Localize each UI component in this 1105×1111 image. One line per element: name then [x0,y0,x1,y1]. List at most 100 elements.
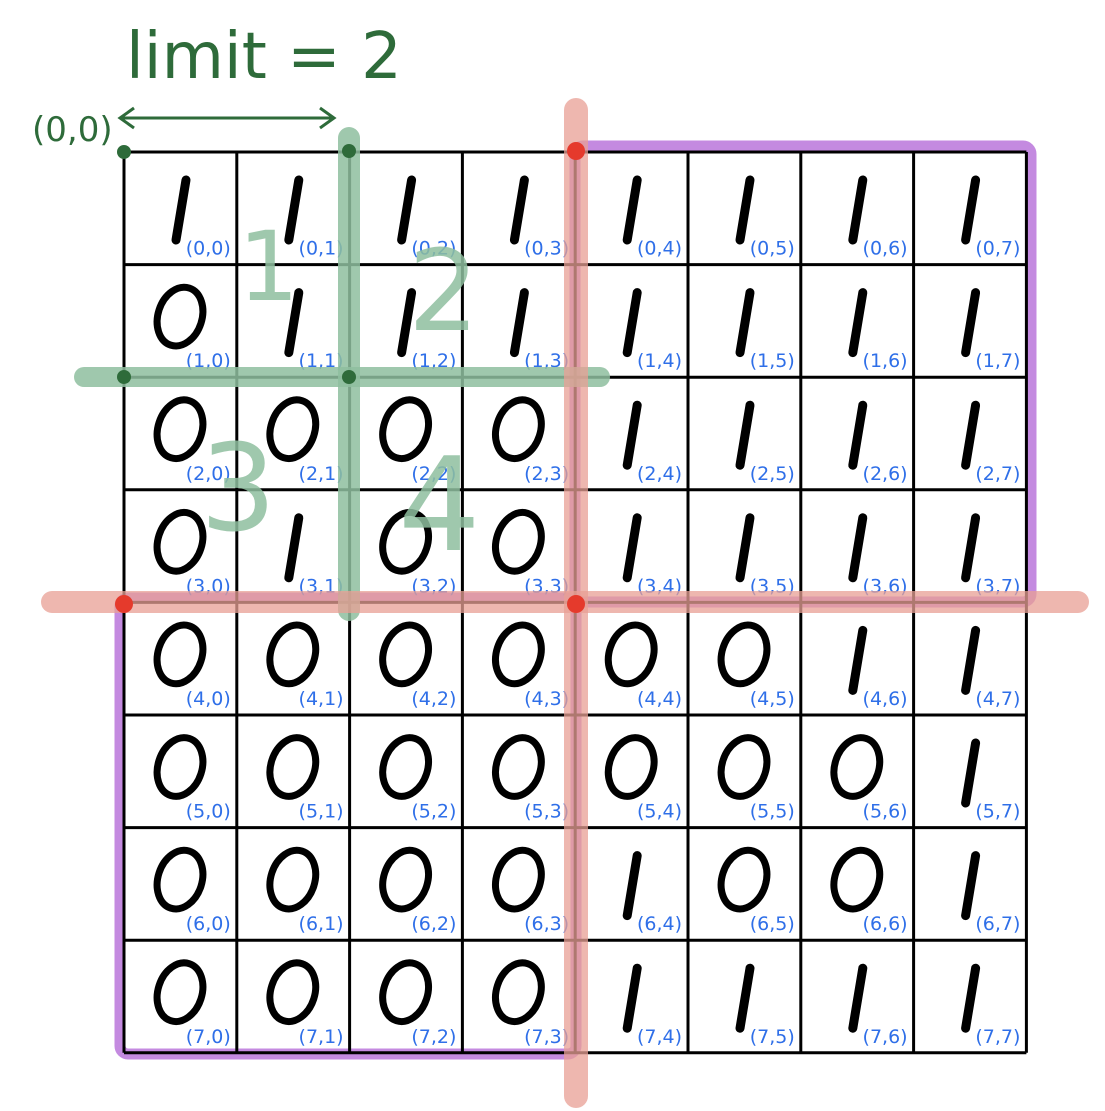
cell-value-zero [830,734,884,800]
cell-value-zero [492,621,545,688]
grid-cell: (2,2) [379,396,456,485]
cell-value-one [735,175,755,245]
cell-value-zero [379,734,432,800]
limit-arrow-left-head [117,106,135,130]
cell-coordinate-label: (4,3) [524,688,569,710]
cell-value-zero [604,734,658,800]
cell-coordinate-label: (1,2) [411,350,456,372]
cell-value-zero [266,396,320,463]
cell-value-zero [153,283,207,350]
cell-value-zero [153,846,207,913]
cell-coordinate-label: (7,7) [975,1026,1020,1048]
cell-coordinate-label: (7,5) [750,1026,795,1048]
cell-value-zero [492,846,545,913]
cell-value-one [961,625,981,695]
grid-cell: (4,4) [604,621,682,710]
cell-value-one [961,738,981,808]
cell-value-one [961,851,981,921]
grid-cell: (4,2) [379,621,456,710]
cell-coordinate-label: (0,0) [186,238,231,260]
cell-value-one [284,288,304,358]
cell-value-one [961,963,981,1033]
cell-value-one [848,513,868,583]
grid-cell: (5,6) [830,734,908,823]
cell-value-one [622,963,642,1033]
cell-value-one [622,288,642,358]
cell-coordinate-label: (6,1) [299,913,344,935]
cell-value-one [848,963,868,1033]
cell-value-zero [266,846,320,913]
cell-value-zero [830,846,884,913]
cell-value-one [735,513,755,583]
grid-cell: (0,0) [171,175,231,260]
grid-cell: (0,6) [848,175,908,260]
cell-value-one [961,513,981,583]
cell-coordinate-label: (5,0) [186,801,231,823]
cell-coordinate-label: (6,5) [750,913,795,935]
grid-cell: (1,0) [153,283,231,372]
grid-cell: (1,2) [397,288,456,372]
cell-value-one [397,288,417,358]
cell-value-one [509,175,529,245]
purple-box-bottom-left [114,592,582,1060]
cell-coordinate-label: (2,2) [411,463,456,485]
cell-coordinate-label: (0,5) [750,238,795,260]
cell-coordinate-label: (1,5) [750,350,795,372]
cell-coordinate-label: (7,1) [299,1026,344,1048]
grid-cell: (6,5) [717,846,795,935]
cell-coordinate-label: (4,6) [863,688,908,710]
limit-arrow-right-head [319,106,337,130]
grid-cell: (2,6) [848,400,908,485]
cell-value-one [961,400,981,470]
cell-coordinate-label: (2,3) [524,463,569,485]
grid-cell: (2,0) [153,396,231,485]
grid-cell: (2,3) [492,396,569,485]
cell-coordinate-label: (7,6) [863,1026,908,1048]
grid-cell: (5,2) [379,734,456,823]
cell-coordinate-label: (0,2) [411,238,456,260]
cell-value-one [171,175,191,245]
green-dot [117,145,131,159]
grid-cell: (7,2) [379,959,456,1048]
cell-value-zero [266,734,320,800]
cell-coordinate-label: (2,5) [750,463,795,485]
cell-coordinate-label: (0,6) [863,238,908,260]
cell-value-one [961,175,981,245]
grid-cell: (7,0) [153,959,231,1048]
grid-cell: (4,6) [848,625,908,710]
cell-value-zero [492,508,545,575]
cell-value-one [735,400,755,470]
cell-value-one [848,175,868,245]
cell-value-zero [492,396,545,463]
cell-value-one [622,175,642,245]
cell-value-one [735,963,755,1033]
grid-cell: (5,4) [604,734,682,823]
green-dot [342,370,356,384]
cell-coordinate-label: (4,5) [750,688,795,710]
cell-coordinate-label: (0,4) [637,238,682,260]
grid-cell: (7,5) [735,963,795,1048]
grid-cell: (3,4) [622,513,682,597]
cell-coordinate-label: (6,0) [186,913,231,935]
grid-cell: (7,4) [622,963,682,1048]
cell-coordinate-label: (5,3) [524,801,569,823]
cell-value-zero [379,508,432,575]
cell-coordinate-label: (5,1) [299,801,344,823]
cell-coordinate-label: (5,4) [637,801,682,823]
cell-value-zero [717,846,771,913]
cell-value-zero [266,621,320,688]
cell-coordinate-label: (7,4) [637,1026,682,1048]
cell-coordinate-label: (7,2) [411,1026,456,1048]
quadrant-number-1: 1 [238,211,299,323]
grid-cell: (1,1) [284,288,344,372]
cell-value-zero [153,734,207,800]
red-dot [567,595,585,613]
cell-value-one [848,400,868,470]
cell-coordinate-label: (4,4) [637,688,682,710]
limit-label: limit = 2 [126,20,402,94]
grid-cell: (7,7) [961,963,1020,1048]
cell-value-one [397,175,417,245]
grid-cell: (7,6) [848,963,908,1048]
cell-value-one [848,288,868,358]
